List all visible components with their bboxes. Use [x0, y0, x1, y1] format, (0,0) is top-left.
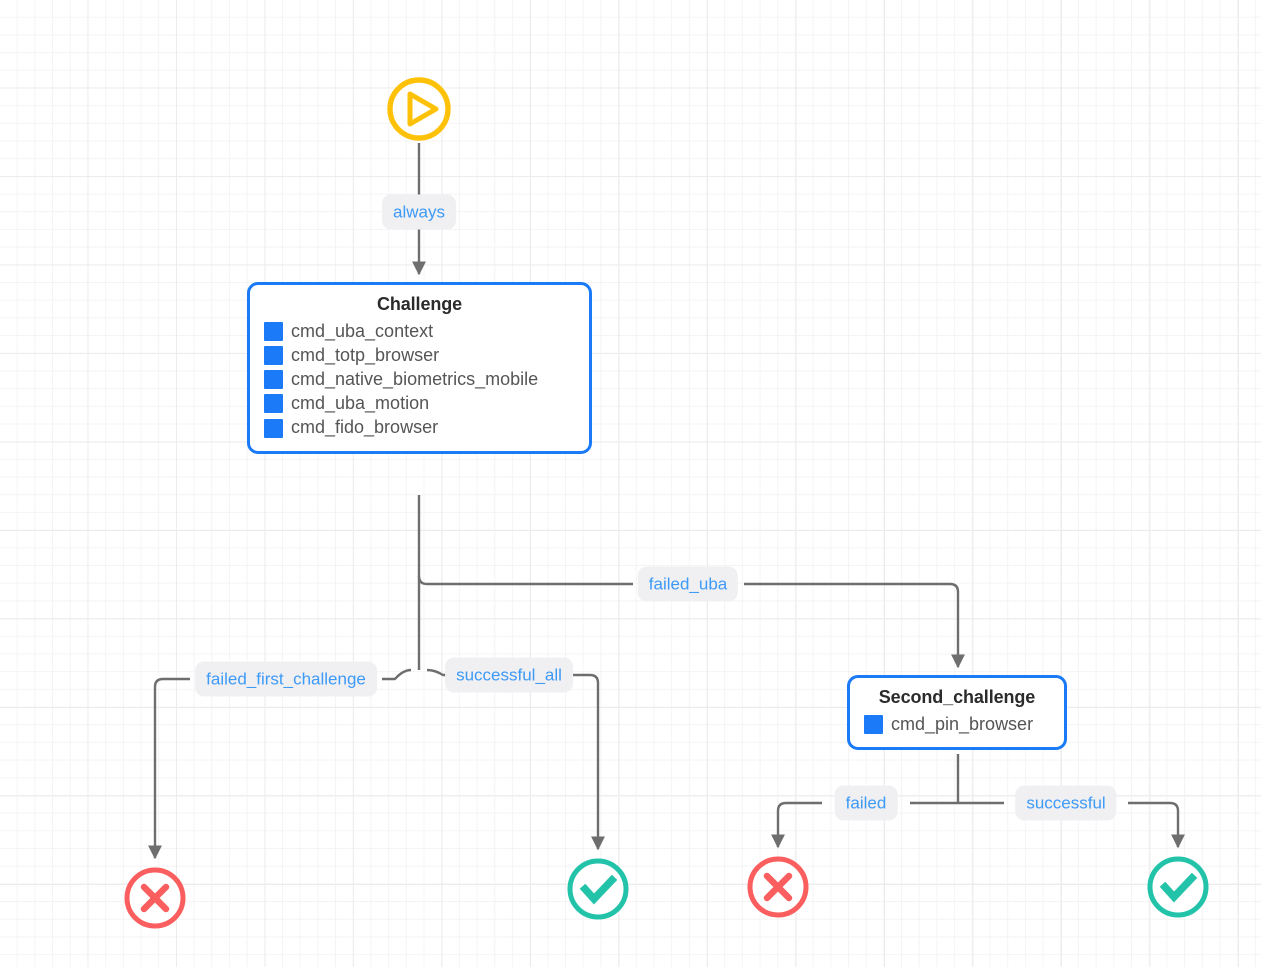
terminal-second-challenge-successful[interactable]: [1145, 854, 1211, 920]
node-challenge-item-0[interactable]: cmd_uba_context: [264, 319, 575, 343]
error-circle-icon: [124, 867, 186, 929]
edge-label-always[interactable]: always: [382, 194, 456, 230]
edge-label-failed-uba[interactable]: failed_uba: [637, 566, 739, 602]
node-second-challenge[interactable]: Second_challenge cmd_pin_browser: [847, 675, 1067, 751]
color-swatch-icon: [264, 418, 283, 438]
edge-path-successful-all-2: [567, 673, 605, 851]
color-swatch-icon: [264, 370, 283, 390]
edge-path-failed-first-challenge: [382, 668, 412, 681]
edge-path-successful-2: [1128, 801, 1185, 849]
edge-label-failed[interactable]: failed: [834, 785, 898, 821]
edge-path-failed-2: [771, 801, 822, 849]
play-circle-icon: [387, 77, 451, 141]
terminal-successful-all[interactable]: [565, 856, 631, 922]
color-swatch-icon: [864, 714, 883, 734]
edge-label-failed-first-challenge[interactable]: failed_first_challenge: [195, 661, 377, 697]
node-second-challenge-item-label: cmd_pin_browser: [891, 713, 1034, 734]
node-second-challenge-title: Second_challenge: [878, 687, 1036, 707]
edge-path-failed-uba: [417, 575, 633, 586]
node-second-challenge-item-0[interactable]: cmd_pin_browser: [864, 712, 1050, 736]
node-challenge-item-label: cmd_uba_context: [291, 320, 434, 341]
node-challenge-item-2[interactable]: cmd_native_biometrics_mobile: [264, 367, 575, 391]
node-challenge-item-4[interactable]: cmd_fido_browser: [264, 416, 575, 440]
color-swatch-icon: [264, 345, 283, 365]
check-circle-icon: [567, 858, 629, 920]
node-challenge-item-1[interactable]: cmd_totp_browser: [264, 343, 575, 367]
node-challenge-title: Challenge: [376, 294, 463, 314]
node-challenge-item-label: cmd_fido_browser: [291, 417, 439, 438]
node-challenge-item-label: cmd_uba_motion: [291, 393, 430, 414]
node-challenge[interactable]: Challenge cmd_uba_context cmd_totp_brows…: [247, 282, 592, 455]
terminal-second-challenge-failed[interactable]: [745, 854, 811, 920]
color-swatch-icon: [264, 321, 283, 341]
edge-label-successful[interactable]: successful: [1015, 785, 1117, 821]
edge-path-failed-first-challenge-2: [148, 677, 190, 860]
node-challenge-item-label: cmd_native_biometrics_mobile: [291, 368, 539, 389]
check-circle-icon: [1147, 856, 1209, 918]
edge-label-successful-all[interactable]: successful_all: [445, 657, 573, 693]
terminal-failed-first-challenge[interactable]: [122, 865, 188, 931]
color-swatch-icon: [264, 394, 283, 414]
start-node[interactable]: [385, 75, 453, 143]
edge-path-failed-uba-2: [744, 582, 965, 669]
node-challenge-item-label: cmd_totp_browser: [291, 344, 440, 365]
error-circle-icon: [747, 856, 809, 918]
node-challenge-item-3[interactable]: cmd_uba_motion: [264, 392, 575, 416]
